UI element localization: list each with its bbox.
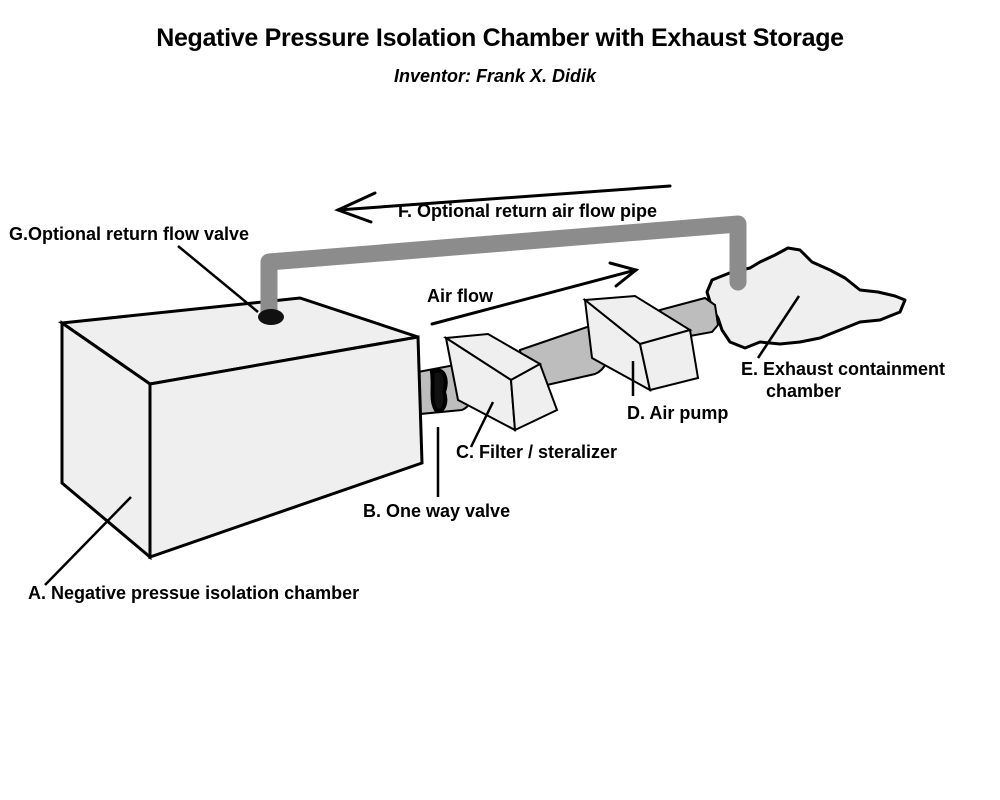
label-f-return-air-pipe: F. Optional return air flow pipe <box>398 201 658 221</box>
leader-line-e <box>756 295 801 359</box>
exhaust-containment-chamber <box>705 246 907 350</box>
label-c-filter-sterilizer: C. Filter / steralizer <box>456 442 618 462</box>
air-flow-arrow-icon <box>430 261 640 326</box>
return-air-flow-pipe <box>260 215 747 325</box>
filter-sterilizer <box>443 332 559 432</box>
label-b-one-way-valve: B. One way valve <box>363 501 511 521</box>
isolation-chamber <box>57 296 424 561</box>
inventor-subtitle: Inventor: Frank X. Didik <box>393 66 597 86</box>
label-g-return-flow-valve: G.Optional return flow valve <box>9 224 250 244</box>
label-e-exhaust-chamber-line2: chamber <box>766 381 842 401</box>
return-flow-valve <box>258 309 284 325</box>
leader-line-c <box>469 401 495 448</box>
label-a-isolation-chamber: A. Negative pressue isolation chamber <box>28 583 360 603</box>
return-flow-arrow-icon <box>334 184 672 224</box>
leader-line-g <box>177 245 259 313</box>
one-way-valve <box>429 368 448 413</box>
label-e-exhaust-chamber-line1: E. Exhaust containment <box>741 359 946 379</box>
label-d-air-pump: D. Air pump <box>627 403 729 423</box>
leader-line-a <box>44 496 132 586</box>
label-air-flow: Air flow <box>427 286 493 306</box>
diagram-title: Negative Pressure Isolation Chamber with… <box>156 24 844 52</box>
